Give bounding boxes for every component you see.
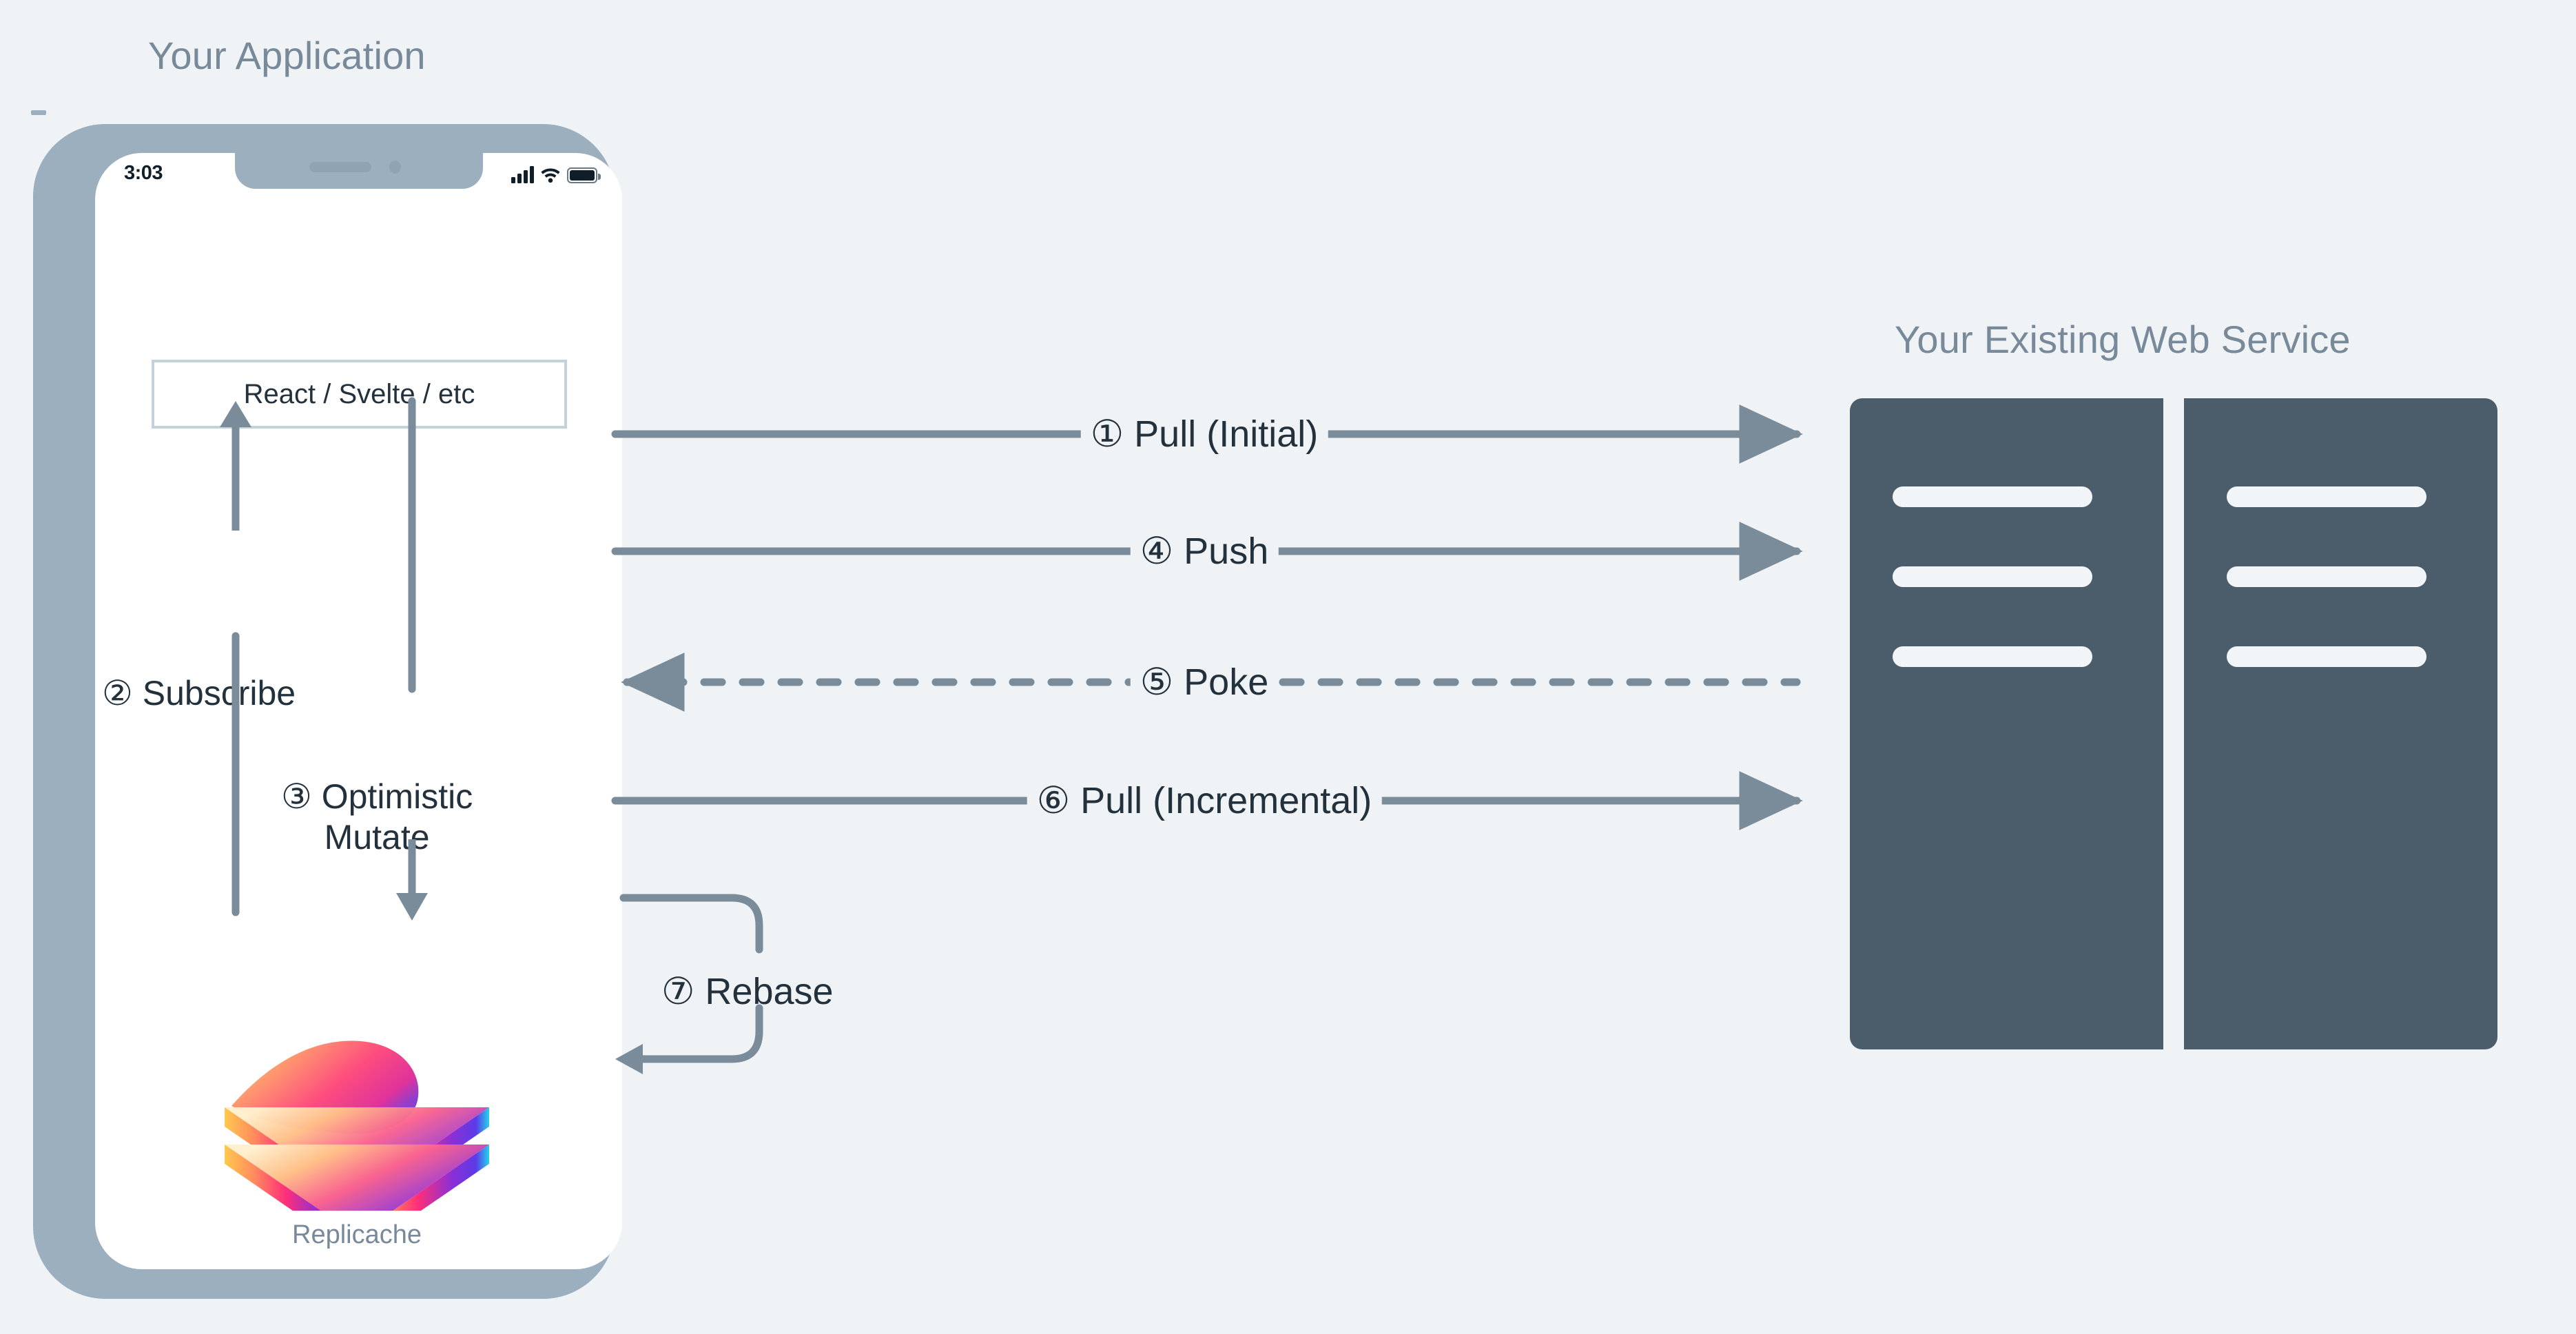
server-rack-2 [2184, 398, 2497, 1049]
replicache-logo-block: Replicache [192, 1018, 522, 1250]
phone-status-bar: 3:03 [95, 153, 622, 196]
stray-tick-mark [31, 110, 46, 115]
rack-slot [2227, 566, 2426, 587]
framework-box-label: React / Svelte / etc [243, 378, 475, 409]
optimistic-mutate-step-label: ③ Optimistic Mutate [281, 777, 473, 857]
wifi-icon [541, 168, 560, 183]
status-bar-icons [511, 161, 601, 183]
subscribe-step-text: Subscribe [142, 674, 296, 712]
rack-slot [2227, 646, 2426, 667]
phone-screen: 3:03 React / Svelte / etc ② S [95, 153, 622, 1269]
battery-icon [567, 167, 601, 183]
mutate-step-text-line2: Mutate [324, 817, 430, 856]
subscribe-step-number: ② [102, 674, 133, 712]
web-service-section-title: Your Existing Web Service [1895, 318, 2351, 361]
push-label: ④ Push [1130, 533, 1279, 570]
mutate-step-number: ③ [281, 777, 312, 816]
phone-notch [234, 153, 483, 189]
mutate-step-text-line1: Optimistic [321, 777, 473, 816]
rack-slot [1893, 646, 2092, 667]
replicache-caption: Replicache [292, 1220, 422, 1249]
pull-initial-label: ① Pull (Initial) [1080, 415, 1328, 453]
replicache-layers-logo [225, 1040, 489, 1211]
pull-incremental-label: ⑥ Pull (Incremental) [1027, 782, 1382, 819]
application-section-title: Your Application [148, 34, 426, 77]
subscribe-step-label: ② Subscribe [102, 673, 296, 714]
rack-slot [1893, 486, 2092, 507]
server-group [1850, 398, 2497, 1049]
cellular-signal-icon [511, 165, 534, 183]
notch-camera-icon [389, 161, 401, 174]
rack-slot [1893, 566, 2092, 587]
framework-box: React / Svelte / etc [152, 360, 567, 429]
rack-slot [2227, 486, 2426, 507]
notch-speaker-icon [309, 162, 371, 172]
status-bar-time: 3:03 [124, 162, 163, 184]
server-rack-1 [1850, 398, 2163, 1049]
rebase-label: ⑦ Rebase [661, 971, 834, 1012]
phone-device-frame: 3:03 React / Svelte / etc ② S [33, 124, 622, 1299]
poke-label: ⑤ Poke [1130, 664, 1279, 701]
